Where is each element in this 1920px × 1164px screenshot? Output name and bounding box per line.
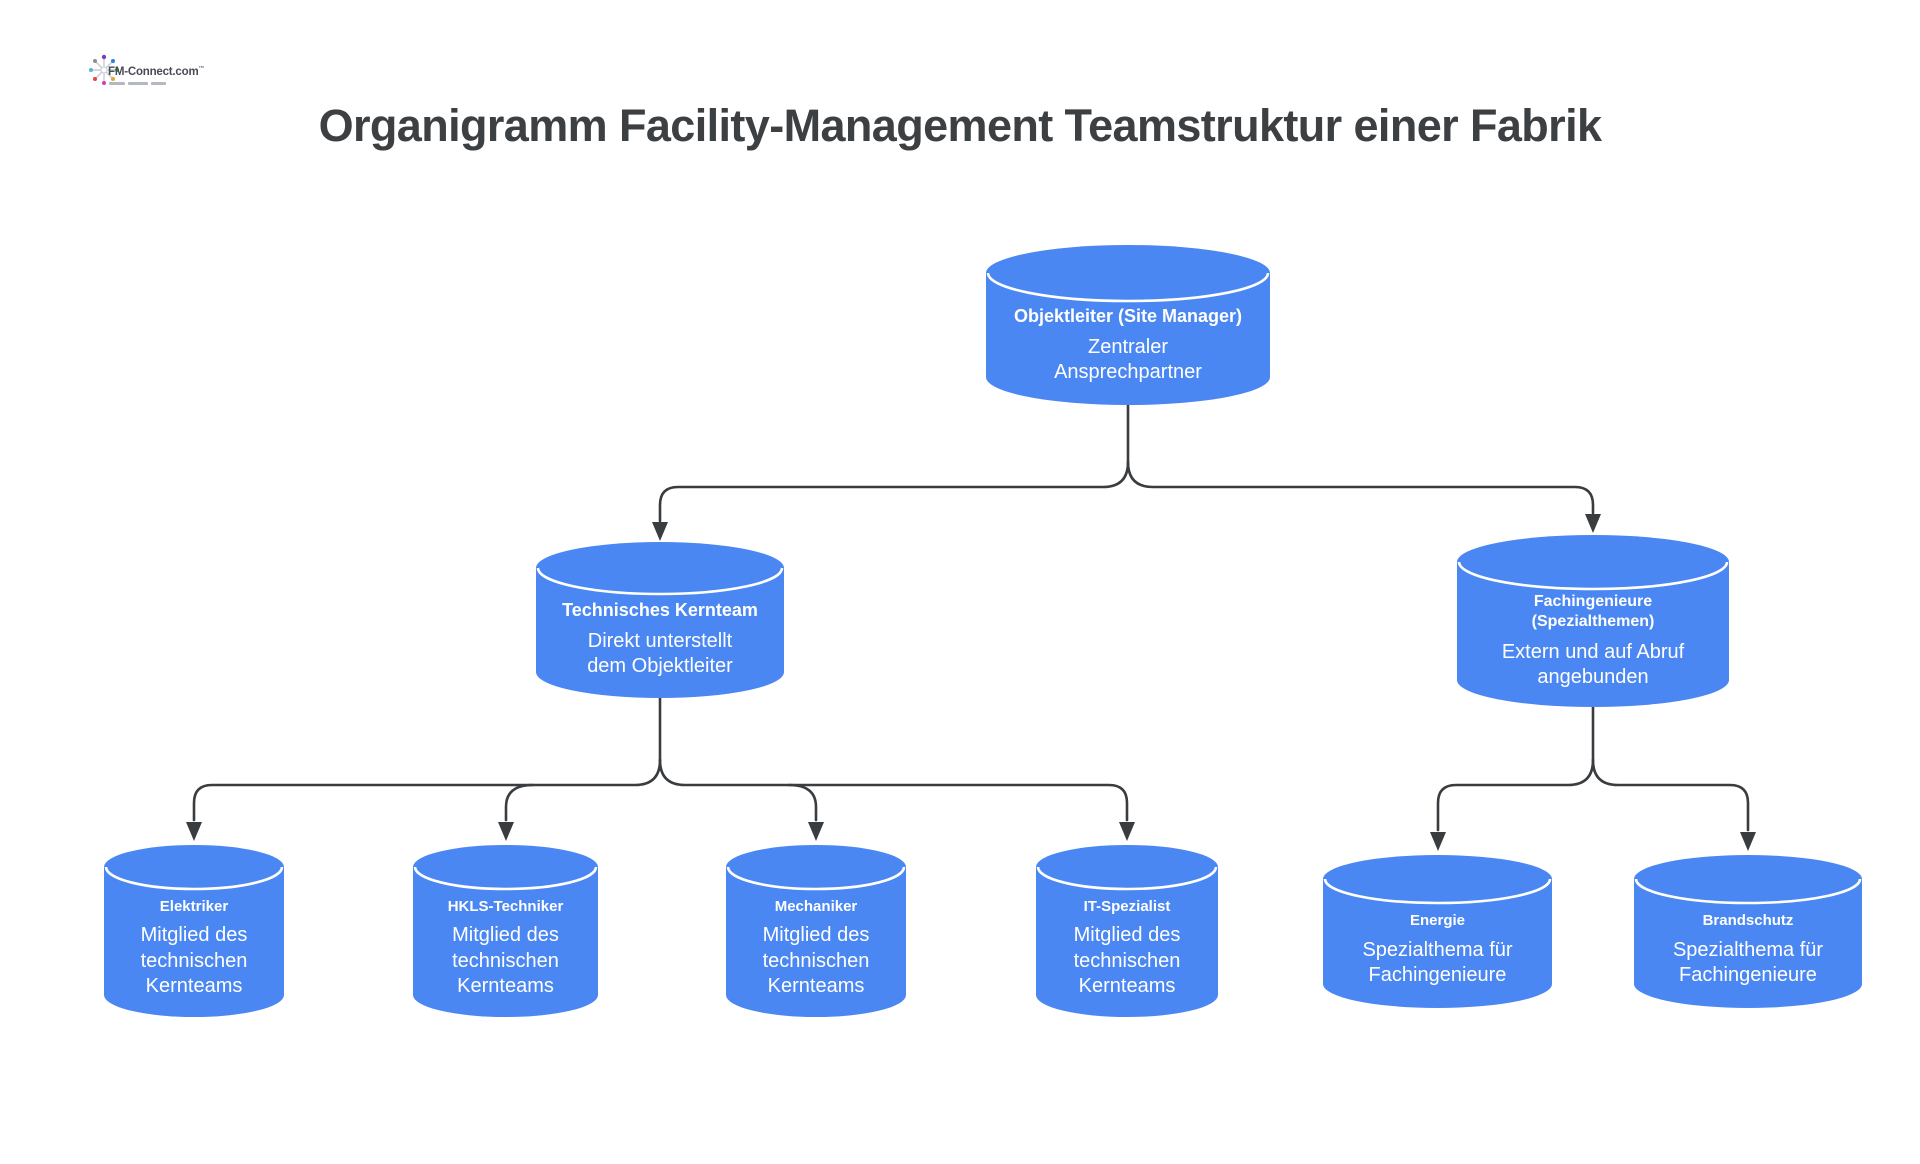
node-subtitle: Extern und auf Abruf angebunden xyxy=(1501,641,1685,689)
node-text: Technisches Kernteam Direkt unterstellt … xyxy=(536,542,784,698)
arrowhead xyxy=(186,822,202,841)
node-text: Brandschutz Spezialthema für Fachingenie… xyxy=(1634,855,1862,1008)
node-text: IT-Spezialist Mitglied des technischen K… xyxy=(1036,845,1218,1017)
page-title: Organigramm Facility-Management Teamstru… xyxy=(318,100,1602,151)
arrowhead xyxy=(808,822,824,841)
node-title: Fachingenieure (Spezialthemen) xyxy=(1531,592,1655,631)
node-elektriker: Elektriker Mitglied des technischen Kern… xyxy=(104,845,284,1017)
edge-tech-to-it-spezialist xyxy=(658,758,1129,822)
node-title: Elektriker xyxy=(159,897,229,915)
edge-fach-to-brandschutz xyxy=(1591,758,1750,832)
logo-name: FM-Connect.com xyxy=(108,66,199,78)
node-text: HKLS-Techniker Mitglied des technischen … xyxy=(413,845,598,1017)
arrowhead xyxy=(652,522,668,541)
node-objektleiter: Objektleiter (Site Manager) Zentraler An… xyxy=(986,245,1270,405)
node-title: Technisches Kernteam xyxy=(562,599,758,620)
cylinder-shape xyxy=(1036,845,1218,1017)
edge-root-to-technisches-kernteam xyxy=(658,460,1130,523)
node-title: Energie xyxy=(1409,912,1466,930)
node-text: Elektriker Mitglied des technischen Kern… xyxy=(104,845,284,1017)
node-fachingenieure: Fachingenieure (Spezialthemen) Extern un… xyxy=(1457,535,1729,707)
edge-tech-to-elektriker xyxy=(192,758,662,822)
node-it-spezialist: IT-Spezialist Mitglied des technischen K… xyxy=(1036,845,1218,1017)
cylinder-shape xyxy=(1634,855,1862,1008)
logo-star-icon xyxy=(89,54,119,85)
edge-root-to-fachingenieure xyxy=(1126,460,1595,515)
node-subtitle: Direkt unterstellt dem Objektleiter xyxy=(587,630,733,678)
arrowhead xyxy=(1740,832,1756,851)
node-text: Mechaniker Mitglied des technischen Kern… xyxy=(726,845,906,1017)
logo-tagline xyxy=(109,82,166,85)
logo-wordmark: FM-Connect.com™ xyxy=(108,66,204,78)
node-text: Energie Spezialthema für Fachingenieure xyxy=(1323,855,1552,1008)
logo-trademark: ™ xyxy=(198,66,205,73)
arrowhead xyxy=(498,822,514,841)
arrowhead xyxy=(1585,514,1601,533)
node-title: HKLS-Techniker xyxy=(447,897,564,915)
cylinder-shape xyxy=(1323,855,1552,1008)
cylinder-shape xyxy=(986,245,1270,405)
node-subtitle: Mitglied des technischen Kernteams xyxy=(1073,924,1181,997)
node-subtitle: Mitglied des technischen Kernteams xyxy=(140,924,248,997)
edge-fach-to-energie xyxy=(1436,758,1595,832)
cylinder-shape xyxy=(726,845,906,1017)
node-mechaniker: Mechaniker Mitglied des technischen Kern… xyxy=(726,845,906,1017)
edge-tech-to-mechaniker xyxy=(787,783,818,822)
cylinder-shape xyxy=(1457,535,1729,707)
fm-connect-logo: FM-Connect.com™ xyxy=(88,54,208,96)
node-title: IT-Spezialist xyxy=(1083,897,1171,915)
node-subtitle: Mitglied des technischen Kernteams xyxy=(762,924,870,997)
node-title: Brandschutz xyxy=(1702,912,1794,930)
node-subtitle: Spezialthema für Fachingenieure xyxy=(1362,938,1513,986)
node-subtitle: Mitglied des technischen Kernteams xyxy=(452,924,559,997)
node-text: Fachingenieure (Spezialthemen) Extern un… xyxy=(1457,535,1729,707)
node-subtitle: Spezialthema für Fachingenieure xyxy=(1672,938,1824,986)
node-subtitle: Zentraler Ansprechpartner xyxy=(1054,336,1202,384)
node-technisches-kernteam: Technisches Kernteam Direkt unterstellt … xyxy=(536,542,784,698)
cylinder-shape xyxy=(104,845,284,1017)
node-title: Mechaniker xyxy=(774,897,858,915)
node-title: Objektleiter (Site Manager) xyxy=(1013,305,1243,326)
node-text: Objektleiter (Site Manager) Zentraler An… xyxy=(986,245,1270,405)
arrowhead xyxy=(1119,822,1135,841)
node-brandschutz: Brandschutz Spezialthema für Fachingenie… xyxy=(1634,855,1862,1008)
arrowhead xyxy=(1430,832,1446,851)
node-hkls-techniker: HKLS-Techniker Mitglied des technischen … xyxy=(413,845,598,1017)
node-energie: Energie Spezialthema für Fachingenieure xyxy=(1323,855,1552,1008)
cylinder-shape xyxy=(536,542,784,698)
cylinder-shape xyxy=(413,845,598,1017)
edge-tech-to-hkls xyxy=(504,783,535,822)
